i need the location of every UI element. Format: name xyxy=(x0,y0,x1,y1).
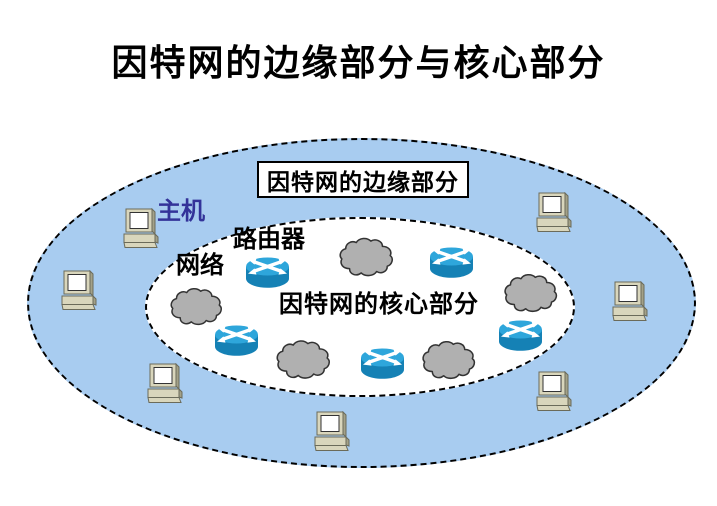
network-cloud-icon xyxy=(501,273,560,314)
slide-title: 因特网的边缘部分与核心部分 xyxy=(111,43,606,84)
router-icon xyxy=(497,319,544,354)
network-label: 网络 xyxy=(176,251,224,279)
host-label: 主机 xyxy=(157,197,205,225)
host-computer-icon xyxy=(313,411,353,455)
router-icon xyxy=(244,256,291,291)
host-computer-icon xyxy=(611,281,651,325)
network-cloud-icon xyxy=(419,340,478,381)
router-icon xyxy=(213,324,260,359)
network-cloud-icon xyxy=(166,287,226,327)
host-computer-icon xyxy=(122,208,162,252)
edge-part-label: 因特网的边缘部分 xyxy=(267,169,459,196)
router-icon xyxy=(428,246,475,281)
host-computer-icon xyxy=(146,363,186,407)
host-computer-icon xyxy=(535,371,575,415)
router-icon xyxy=(359,347,406,382)
host-computer-icon xyxy=(535,192,575,236)
network-cloud-icon xyxy=(337,236,395,279)
network-cloud-icon xyxy=(274,339,332,381)
core-part-label: 因特网的核心部分 xyxy=(279,290,479,318)
router-label: 路由器 xyxy=(233,225,305,253)
edge-part-label-box: 因特网的边缘部分 xyxy=(257,161,469,198)
host-computer-icon xyxy=(60,270,100,314)
